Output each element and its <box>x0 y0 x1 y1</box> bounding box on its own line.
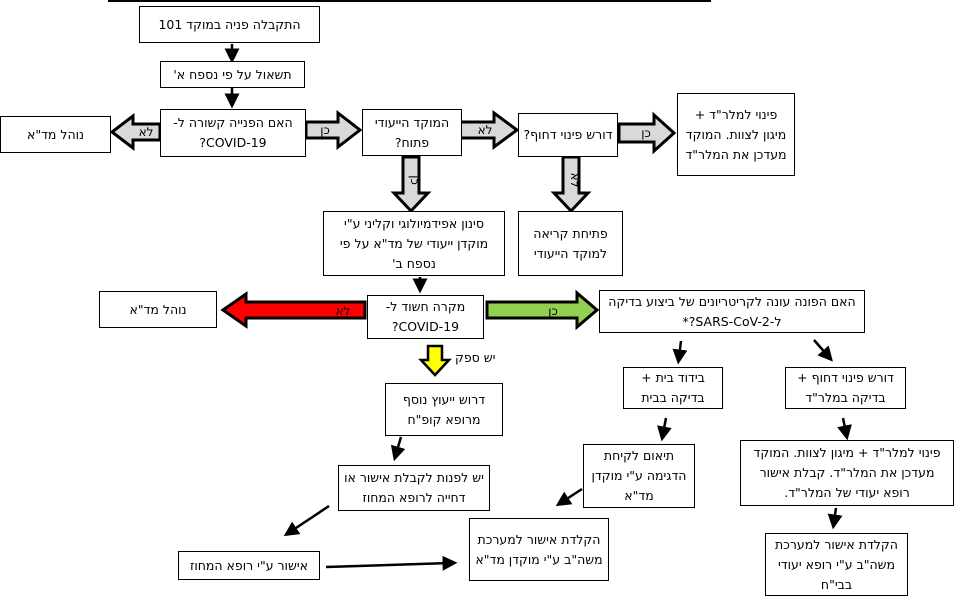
arrow-home-to-sample <box>657 417 672 442</box>
block-arrow-related-yes <box>304 109 363 151</box>
node-record-mda: הקלדת אישור למערכת משה"ב ע"י מוקדן מד"א <box>469 518 609 581</box>
node-consult: דרוש ייעוץ נוסף מרופא קופ"ח <box>385 383 503 436</box>
label-related-yes: כן <box>320 123 330 137</box>
node-suspected-question: מקרה חשוד ל-COVID-19? <box>367 295 484 339</box>
arrow-evac2-to-record-hospital <box>827 507 843 530</box>
node-district-approval: אישור ע"י רופא המחוז <box>178 551 320 580</box>
block-arrow-suspected-no <box>220 291 367 329</box>
node-record-hospital: הקלדת אישור למערכת משה"ב ע"י רופא יעודי … <box>765 533 908 596</box>
block-arrow-open-yes <box>390 155 432 214</box>
arrow-district-to-record-mda <box>325 555 458 571</box>
label-suspected-no: לא <box>336 304 351 318</box>
node-handled-mda-2: נוהל מד"א <box>99 291 217 328</box>
block-arrow-urgent-yes <box>617 111 677 155</box>
label-urgent-no: לא <box>568 173 582 188</box>
block-arrow-urgent-no <box>550 155 592 214</box>
arrow-consult-to-approval <box>390 436 406 462</box>
block-arrow-related-no <box>109 112 162 152</box>
node-urgent-evac-question: דורש פינוי דחוף? <box>518 113 618 157</box>
node-sample-coordination: תיאום לקיחת הדגימה ע"י מוקדן מד"א <box>583 444 695 508</box>
node-related-question: האם הפנייה קשורה ל-COVID-19? <box>160 109 306 157</box>
arrow-approval-to-district <box>283 504 330 537</box>
node-handled-mda-1: נוהל מד"א <box>0 116 111 153</box>
label-suspected-yes: כן <box>548 304 558 318</box>
node-open-call: פתיחת קריאה למוקד הייעודי <box>518 211 623 276</box>
arrow-criteria-to-home <box>672 340 688 365</box>
arrow-criteria-to-urgent <box>813 339 833 362</box>
node-screening: סינון אפידמיולוגי וקליני ע"י מוקדן ייעוד… <box>323 211 505 276</box>
node-evac-mlrd: פינוי למלר"ד + מיגון לצוות. המוקד מעדכן … <box>677 93 795 176</box>
arrow-urgent-to-evac2 <box>837 417 852 441</box>
block-arrow-open-no <box>458 110 520 150</box>
node-questioning: תשאול על פי נספח א' <box>160 61 305 88</box>
arrow-sample-to-record-mda <box>555 487 583 507</box>
label-open-no: לא <box>478 123 493 137</box>
block-arrow-suspected-doubt <box>418 344 452 377</box>
node-start: התקבלה פניה במוקד 101 <box>139 6 320 43</box>
node-evac-mlrd-2: פינוי למלר"ד + מיגון לצוות. המוקד מעדכן … <box>740 440 954 506</box>
node-urgent-evac-test: דורש פינוי דחוף + בדיקה במלר"ד <box>785 367 906 409</box>
label-open-yes: כן <box>408 175 422 185</box>
node-dedicated-open-question: המוקד הייעודי פתוח? <box>362 109 462 156</box>
block-arrow-suspected-yes <box>485 289 600 331</box>
label-suspected-doubt: יש ספק <box>455 350 496 365</box>
label-related-no: לא <box>139 125 154 139</box>
node-criteria-question: האם הפונה עונה לקריטריונים של ביצוע בדיק… <box>599 290 865 333</box>
label-urgent-yes: כן <box>641 126 651 140</box>
node-home-isolation: בידוד בית + בדיקה בבית <box>623 367 723 409</box>
top-border-line <box>108 0 711 2</box>
node-approval-request: יש לפנות לקבלת אישור או דחייה לרופא המחו… <box>338 465 490 511</box>
